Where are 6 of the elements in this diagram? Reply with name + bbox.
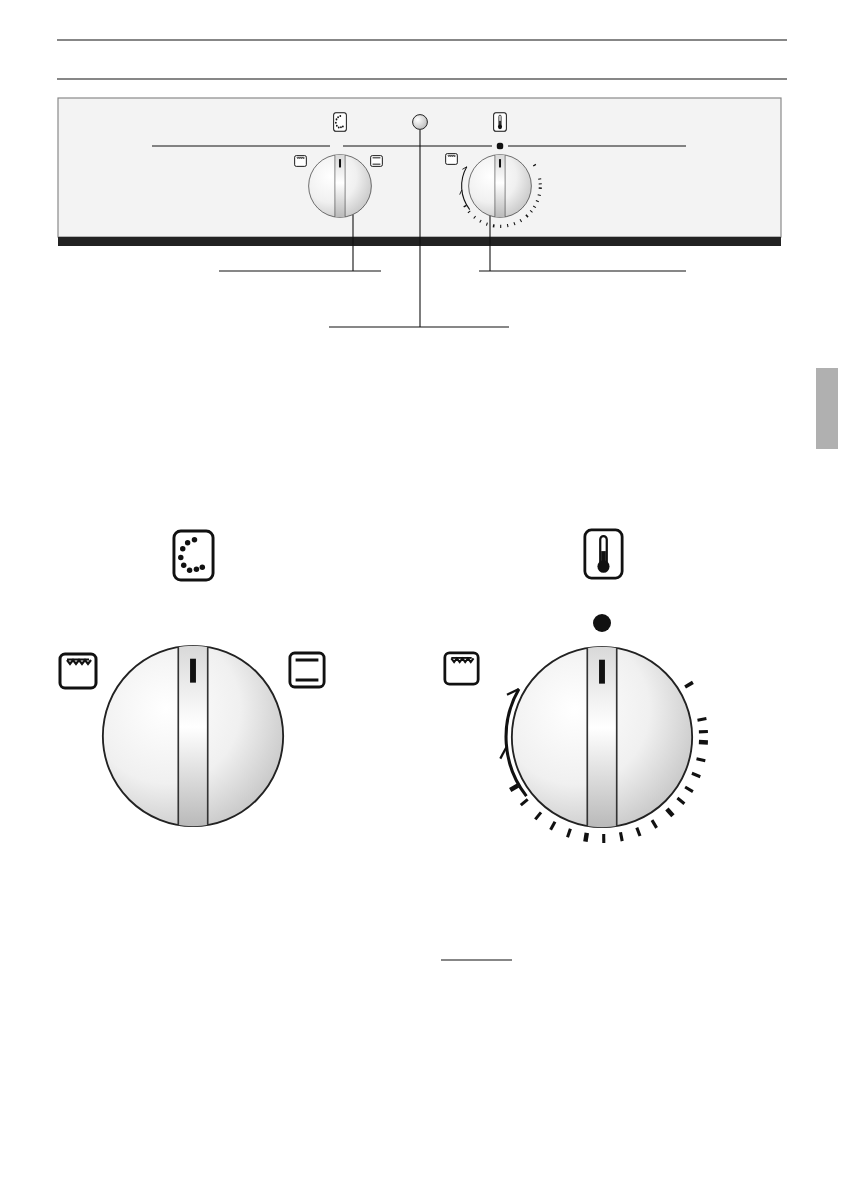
leader-line xyxy=(419,129,421,328)
control-knob xyxy=(308,154,372,218)
leader-line xyxy=(489,215,491,272)
leader-line xyxy=(352,213,354,272)
indicator-lamp xyxy=(412,114,428,130)
control-knob xyxy=(468,154,532,218)
